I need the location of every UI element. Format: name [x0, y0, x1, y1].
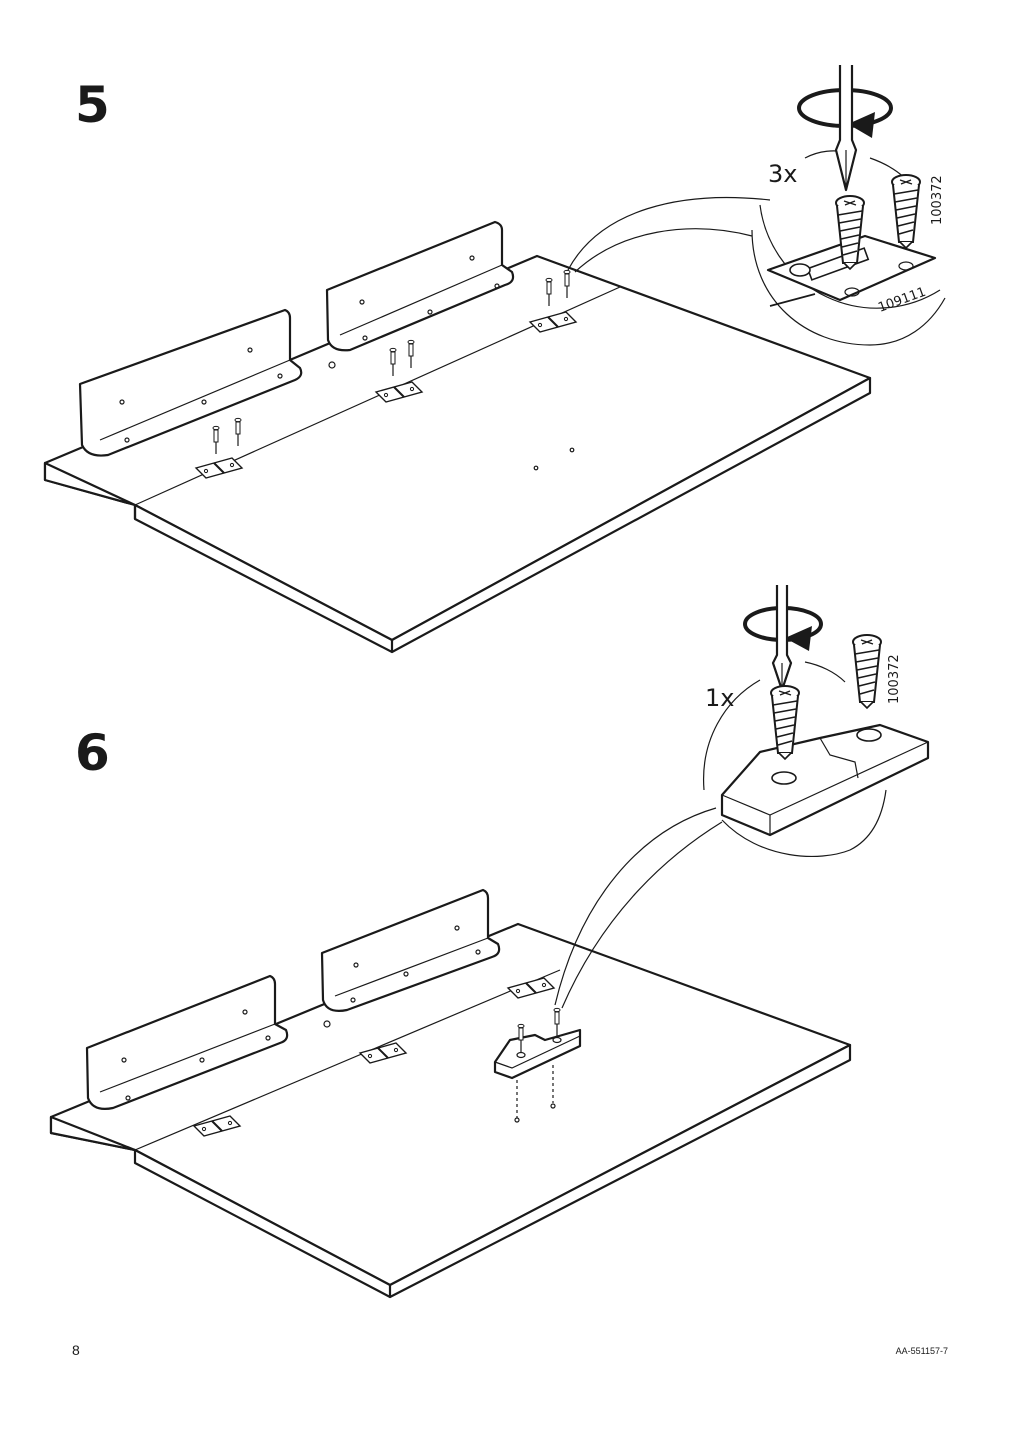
detail-callout-step6: 1x 100372 [702, 585, 930, 858]
step-5-illustration: 3x 100372 109111 [43, 65, 946, 654]
bracket-left-step6 [85, 974, 289, 1110]
step-6-number: 6 [75, 724, 110, 782]
step-6-part-number: 100372 [887, 654, 902, 704]
page-number: 8 [72, 1342, 80, 1358]
bracket-left [78, 308, 303, 457]
step-5-quantity: 3x [768, 160, 797, 188]
screw-100372-icon [891, 174, 921, 249]
bracket-middle [325, 220, 515, 352]
screwdriver-icon [834, 65, 858, 192]
bracket-middle-step6 [320, 888, 501, 1012]
foot-block-detail [720, 723, 930, 837]
step-5-part-number-a: 100372 [930, 175, 945, 225]
detail-callout-step5: 3x 100372 109111 [751, 65, 946, 346]
document-code: AA-551157-7 [895, 1346, 948, 1356]
screw-100372-spare-icon [852, 634, 882, 709]
tabletop-panel [43, 254, 872, 654]
foot-block [493, 1007, 582, 1123]
step-5-part-number-b: 109111 [876, 285, 928, 316]
step-6-illustration: 1x 100372 [49, 585, 930, 1299]
step-5-number: 5 [75, 76, 110, 134]
tabletop-panel-step6 [49, 922, 852, 1299]
step-6-quantity: 1x [705, 684, 734, 712]
